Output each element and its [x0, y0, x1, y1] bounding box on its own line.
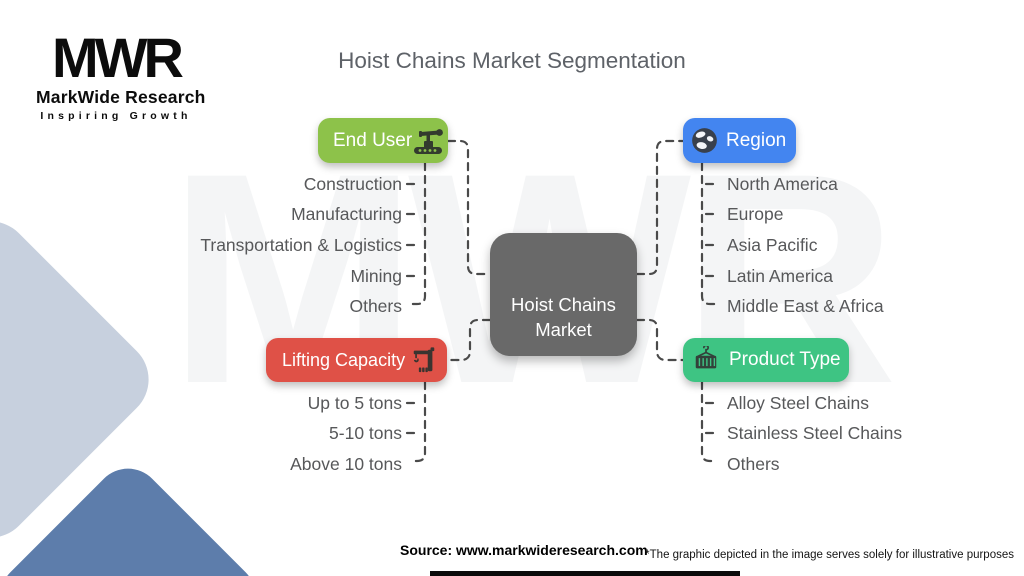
bottom-bar — [430, 571, 740, 576]
list-item: 5-10 tons — [329, 423, 402, 444]
page-title: Hoist Chains Market Segmentation — [338, 48, 686, 73]
crane-icon — [410, 346, 438, 374]
product-type-list: Alloy Steel Chains Stainless Steel Chain… — [727, 388, 1017, 480]
list-item: Middle East & Africa — [727, 296, 884, 317]
list-item: Europe — [727, 204, 784, 225]
brand-tagline: Inspiring Growth — [40, 110, 192, 122]
lifting-capacity-list: Up to 5 tons 5-10 tons Above 10 tons — [60, 388, 402, 480]
brand-name: MarkWide Research — [36, 87, 206, 107]
end-user-list: Construction Manufacturing Transportatio… — [60, 169, 402, 322]
brand-logo: MWR MarkWide Research Inspiring Growth — [36, 26, 206, 123]
category-node-product-type: Product Type — [683, 338, 849, 382]
category-node-lifting-capacity: Lifting Capacity — [266, 338, 447, 382]
source-text: Source: www.markwideresearch.com — [400, 542, 648, 558]
list-item: Above 10 tons — [290, 453, 402, 474]
region-label: Region — [726, 129, 787, 151]
category-node-end-user: End User — [318, 118, 448, 163]
product-type-label: Product Type — [729, 349, 841, 370]
list-item: Transportation & Logistics — [200, 234, 402, 255]
list-item: North America — [727, 173, 838, 194]
list-item: Others — [727, 453, 780, 474]
list-item: Stainless Steel Chains — [727, 423, 903, 444]
list-item: Up to 5 tons — [307, 392, 402, 413]
central-node-label: Hoist Chains Market — [511, 294, 616, 340]
brand-logo-mark: MWR — [52, 26, 184, 89]
lifting-capacity-label: Lifting Capacity — [282, 349, 406, 370]
list-item: Asia Pacific — [727, 234, 818, 255]
list-item: Construction — [303, 173, 402, 194]
globe-icon — [691, 127, 718, 154]
disclaimer-text: *The graphic depicted in the image serve… — [645, 549, 1014, 561]
list-item: Mining — [350, 265, 402, 286]
container-hook-icon — [692, 346, 720, 374]
end-user-label: End User — [333, 129, 413, 151]
list-item: Latin America — [727, 265, 834, 286]
robot-arm-icon — [412, 127, 444, 155]
region-list: North America Europe Asia Pacific Latin … — [727, 169, 1017, 322]
central-node: Hoist Chains Market — [490, 233, 637, 356]
list-item: Manufacturing — [291, 204, 402, 225]
list-item: Alloy Steel Chains — [727, 392, 870, 413]
list-item: Others — [349, 296, 402, 317]
category-node-region: Region — [683, 118, 796, 163]
